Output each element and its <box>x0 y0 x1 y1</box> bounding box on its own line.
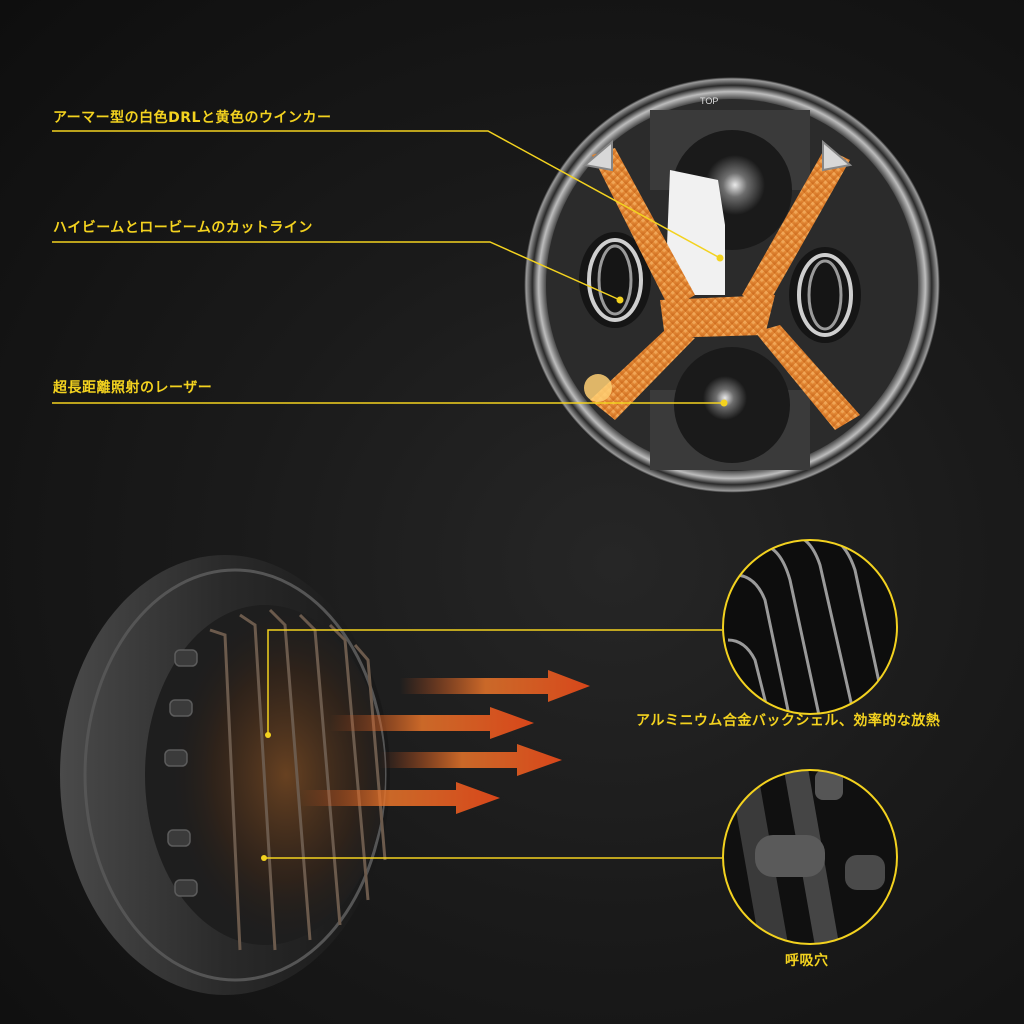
callout-line-shell <box>267 629 722 735</box>
callout-dot-cutline <box>616 296 624 304</box>
headlight-front-image: TOP <box>524 77 940 493</box>
label-drl-turn-signal: アーマー型の白色DRLと黄色のウインカー <box>53 110 332 126</box>
zoom-circle-vent <box>722 769 898 945</box>
callout-dot-vent <box>261 855 267 861</box>
label-beam-cutoff: ハイビームとロービームのカットライン <box>53 220 313 236</box>
callout-line-cutline <box>52 241 621 301</box>
callout-dot-laser <box>720 399 728 407</box>
headlight-back-image <box>60 555 390 995</box>
heat-dissipation-arrows <box>300 670 590 814</box>
label-breathing-hole: 呼吸穴 <box>785 953 829 969</box>
callout-line-drl <box>52 130 721 259</box>
callout-dot-drl <box>716 254 724 262</box>
label-aluminum-shell: アルミニウム合金バックシェル、効率的な放熱 <box>636 713 941 729</box>
zoom-circle-fins <box>722 539 898 715</box>
label-long-range-laser: 超長距離照射のレーザー <box>53 380 213 396</box>
top-marking: TOP <box>700 96 718 106</box>
callout-dot-shell <box>265 732 271 738</box>
